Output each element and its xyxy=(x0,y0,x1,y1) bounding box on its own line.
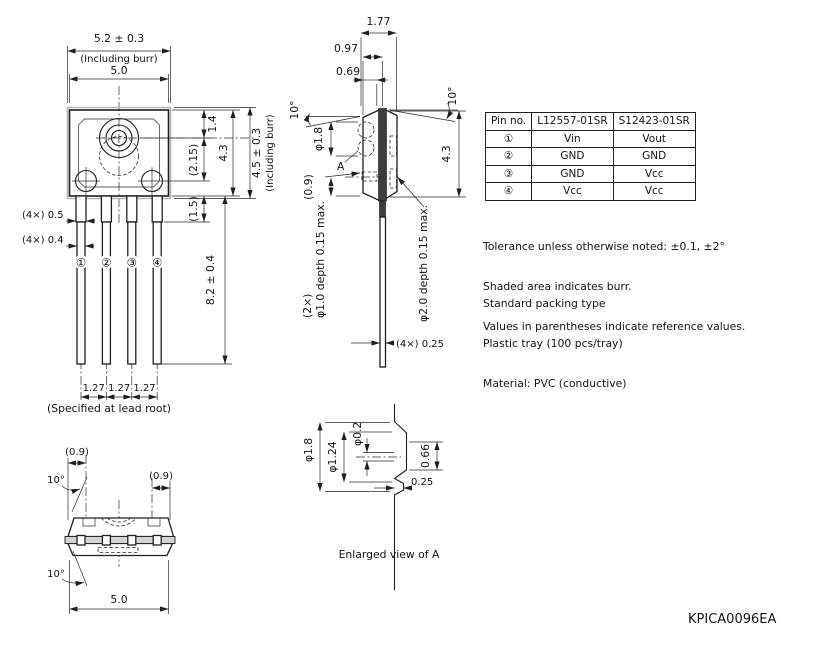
front-right-dims: 1.4 (2.15) (1.5) 4.3 4.5 ± 0.3 (Includin… xyxy=(140,107,276,223)
lead-pitch-note: (Specified at lead root) xyxy=(47,402,171,415)
angle-left: 10° xyxy=(288,100,301,119)
table-row: ③ GND Vcc xyxy=(484,164,696,183)
side-view: 1.77 0.97 0.69 10° 10° xyxy=(288,15,466,368)
tolerance-notes: Tolerance unless otherwise noted: ±0.1, … xyxy=(483,213,745,360)
table-row: ① Vin Vout xyxy=(484,129,696,148)
dim-1-4: 1.4 xyxy=(206,115,219,132)
note-line: Values in parentheses indicate reference… xyxy=(483,320,746,334)
dim-5-0-top-view: 5.0 xyxy=(110,593,127,606)
dim-lead-thickness: (4×) 0.25 xyxy=(396,339,444,350)
pin-number-3: ③ xyxy=(127,256,137,270)
dimple-upper-dashed xyxy=(357,121,375,139)
label-dimples-count: (2×) xyxy=(301,294,314,318)
front-left-dims: (4×) 0.5 (4×) 0.4 xyxy=(22,210,95,249)
dim-height-burr: 4.5 ± 0.3 xyxy=(250,128,263,178)
document-number: KPICA0096EA xyxy=(688,612,777,627)
angle-top: 10° xyxy=(47,475,65,486)
side-lead-root xyxy=(379,200,386,218)
label-dimples: φ1.0 depth 0.15 max. xyxy=(314,201,327,318)
dim-0-97: 0.97 xyxy=(334,42,358,55)
pin-table-header-pin: Pin no. xyxy=(484,112,533,131)
packing-line: Material: PVC (conductive) xyxy=(483,377,627,391)
dim-enlarged-depth: 0.25 xyxy=(411,477,433,488)
dim-width-body: 5.0 xyxy=(110,64,127,77)
dim-pitch-2: 1.27 xyxy=(108,383,130,394)
pin-table-header-s12423: S12423-01SR xyxy=(612,112,696,131)
angle-right: 10° xyxy=(446,86,459,105)
dim-lead-width: (4×) 0.4 xyxy=(22,235,64,246)
dim-1-5: (1.5) xyxy=(187,196,200,222)
dim-pitch-3: 1.27 xyxy=(133,383,155,394)
dimple-profile xyxy=(393,404,408,590)
right-recess-dashed-2 xyxy=(389,168,397,189)
lens-outer xyxy=(98,117,140,159)
side-angle-left: 10° xyxy=(288,100,361,128)
table-row: ② GND GND xyxy=(484,147,696,166)
cross-boss-right xyxy=(138,167,166,195)
dim-lead-length: 8.2 ± 0.4 xyxy=(204,255,217,305)
pin-number-1: ① xyxy=(76,256,86,270)
table-row: ④ Vcc Vcc xyxy=(484,182,696,201)
side-body-right xyxy=(384,108,398,200)
front-view: ① ② ③ ④ 5.2 ± 0.3 (Including burr) 5.0 xyxy=(22,32,276,415)
dim-enlarged-hole: φ0.2 xyxy=(351,422,364,446)
pin-number-2: ② xyxy=(101,256,111,270)
front-pitch-dims: 1.27 1.27 1.27 (Specified at lead root) xyxy=(47,383,171,415)
detail-a-label: A xyxy=(337,160,345,173)
dim-4-3: 4.3 xyxy=(217,144,230,161)
side-burr-band xyxy=(378,108,387,202)
front-leads: ① ② ③ ④ xyxy=(74,195,165,400)
dim-0-9-left: (0.9) xyxy=(65,447,89,458)
enlarged-view-a: φ1.8 φ1.24 φ0.2 0.66 0.25 Enlarged view … xyxy=(302,404,443,590)
dim-2-15: (2.15) xyxy=(187,144,200,176)
label-recess: φ2.0 depth 0.15 max. xyxy=(417,205,430,322)
angle-bottom: 10° xyxy=(47,569,65,580)
pin-table-header-l12557: L12557-01SR xyxy=(531,112,614,131)
including-burr-right: (Including burr) xyxy=(265,114,276,192)
dim-lead-root-width: (4×) 0.5 xyxy=(22,210,64,221)
dim-0-69: 0.69 xyxy=(336,65,360,78)
including-burr-top: (Including burr) xyxy=(80,54,158,65)
pin-table: Pin no. L12557-01SR S12423-01SR ① Vin Vo… xyxy=(484,112,696,201)
dimple-lower-dashed xyxy=(357,139,375,157)
front-burr-outline xyxy=(66,106,172,200)
front-body xyxy=(68,109,170,197)
dim-4-3-side: 4.3 xyxy=(440,145,453,162)
packing-line: Plastic tray (100 pcs/tray) xyxy=(483,337,623,351)
back-recess-dashed xyxy=(99,136,139,176)
dim-pitch-1: 1.27 xyxy=(83,383,105,394)
dim-1-77: 1.77 xyxy=(366,15,390,28)
dim-enlarged-inner: φ1.24 xyxy=(326,441,339,472)
packing-notes: Standard packing type Plastic tray (100 … xyxy=(483,270,627,417)
enlarged-view-caption: Enlarged view of A xyxy=(339,548,440,561)
right-recess-dashed-1 xyxy=(389,135,397,157)
side-body-left xyxy=(362,108,381,202)
front-top-dims: 5.2 ± 0.3 (Including burr) 5.0 xyxy=(67,32,171,103)
note-line: Shaded area indicates burr. xyxy=(483,280,632,294)
note-line: Tolerance unless otherwise noted: ±0.1, … xyxy=(483,239,725,253)
cross-boss-left xyxy=(72,167,100,195)
packing-line: Standard packing type xyxy=(483,296,606,310)
pin-number-4: ④ xyxy=(152,256,162,270)
dim-phi-1-8: φ1.8 xyxy=(312,127,325,151)
dim-enlarged-outer: φ1.8 xyxy=(302,438,315,462)
side-lead xyxy=(379,216,387,368)
dim-0-9-right: (0.9) xyxy=(149,471,173,482)
lower-left-recess-dashed xyxy=(361,171,378,182)
side-angle-right: 10° xyxy=(388,86,459,122)
dim-enlarged-face: 0.66 xyxy=(419,444,432,468)
top-view: (0.9) (0.9) 10° 10° 5.0 xyxy=(47,447,176,614)
top-view-upper-body xyxy=(67,517,175,538)
top-view-flange xyxy=(64,536,176,544)
front-lead-length-dim: 8.2 ± 0.4 xyxy=(162,196,232,365)
dim-0-9-side: (0.9) xyxy=(302,174,315,200)
dim-width-burr: 5.2 ± 0.3 xyxy=(94,32,144,45)
